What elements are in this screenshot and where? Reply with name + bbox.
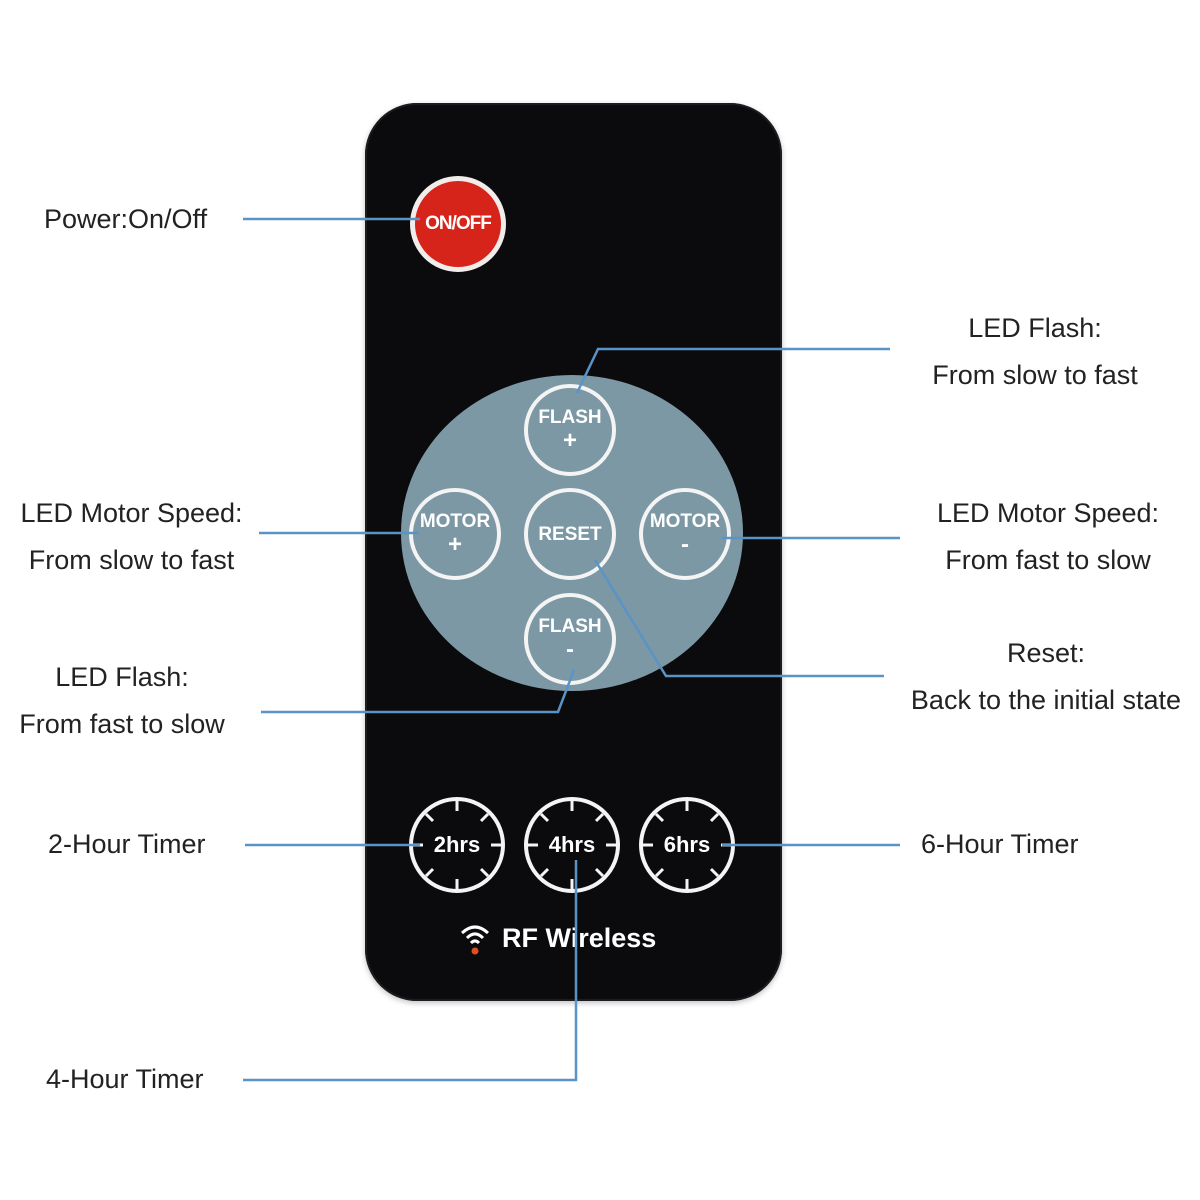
callout-power: Power:On/Off [44, 196, 207, 243]
flash-minus-button[interactable]: FLASH - [524, 593, 616, 685]
flash-minus-sign: - [566, 635, 574, 663]
reset-button[interactable]: RESET [524, 488, 616, 580]
callout-reset: Reset: Back to the initial state [894, 630, 1198, 724]
callout-flash-minus: LED Flash: From fast to slow [2, 654, 242, 748]
motor-plus-label: MOTOR [419, 510, 491, 532]
leader-line-flash-plus [575, 347, 890, 394]
callout-timer-6: 6-Hour Timer [921, 821, 1079, 868]
power-button[interactable]: ON/OFF [410, 176, 506, 272]
callout-flash-plus: LED Flash: From slow to fast [910, 305, 1160, 399]
flash-plus-button[interactable]: FLASH + [524, 384, 616, 476]
callout-motor-plus-desc: From slow to fast [28, 545, 235, 575]
callout-flash-plus-title: LED Flash: [968, 313, 1102, 343]
callout-timer-2-text: 2-Hour Timer [48, 829, 206, 859]
callout-timer-6-text: 6-Hour Timer [921, 829, 1079, 859]
timer-2hrs-label: 2hrs [432, 832, 482, 858]
callout-motor-minus: LED Motor Speed: From fast to slow [918, 490, 1178, 584]
callout-flash-plus-desc: From slow to fast [932, 360, 1138, 390]
callout-power-text: Power:On/Off [44, 204, 208, 234]
flash-minus-label: FLASH [538, 615, 602, 637]
rf-wireless-label: RF Wireless [502, 922, 657, 953]
callout-reset-desc: Back to the initial state [910, 685, 1182, 715]
callout-timer-2: 2-Hour Timer [48, 821, 206, 868]
callout-timer-4-text: 4-Hour Timer [46, 1064, 204, 1094]
leader-line-timer-4 [243, 860, 578, 1082]
motor-minus-label: MOTOR [649, 510, 721, 532]
timer-4hrs-label: 4hrs [547, 832, 597, 858]
motor-minus-button[interactable]: MOTOR - [639, 488, 731, 580]
flash-plus-sign: + [562, 426, 577, 454]
reset-label: RESET [538, 523, 602, 545]
callout-reset-title: Reset: [1006, 638, 1086, 668]
timer-dial-icon [643, 801, 731, 889]
callout-motor-plus-title: LED Motor Speed: [20, 498, 243, 528]
motor-plus-sign: + [447, 530, 462, 558]
timer-dial-icon [528, 801, 616, 889]
callout-timer-4: 4-Hour Timer [46, 1056, 204, 1103]
flash-plus-label: FLASH [538, 406, 602, 428]
timer-4hrs-button[interactable]: 4hrs [524, 797, 620, 893]
timer-2hrs-button[interactable]: 2hrs [409, 797, 505, 893]
callout-motor-plus: LED Motor Speed: From slow to fast [4, 490, 259, 584]
callout-flash-minus-desc: From fast to slow [19, 709, 225, 739]
leader-line-flash-minus [261, 669, 576, 714]
motor-minus-sign: - [681, 530, 689, 558]
motor-plus-button[interactable]: MOTOR + [409, 488, 501, 580]
power-button-label: ON/OFF [425, 213, 492, 234]
leader-line-reset [593, 559, 884, 678]
callout-flash-minus-title: LED Flash: [55, 662, 189, 692]
rf-wireless-badge: RF Wireless [458, 918, 698, 958]
timer-6hrs-label: 6hrs [662, 832, 712, 858]
timer-dial-icon [413, 801, 501, 889]
callout-motor-minus-desc: From fast to slow [945, 545, 1151, 575]
wireless-signal-icon [460, 925, 490, 955]
callout-motor-minus-title: LED Motor Speed: [936, 498, 1160, 528]
timer-6hrs-button[interactable]: 6hrs [639, 797, 735, 893]
